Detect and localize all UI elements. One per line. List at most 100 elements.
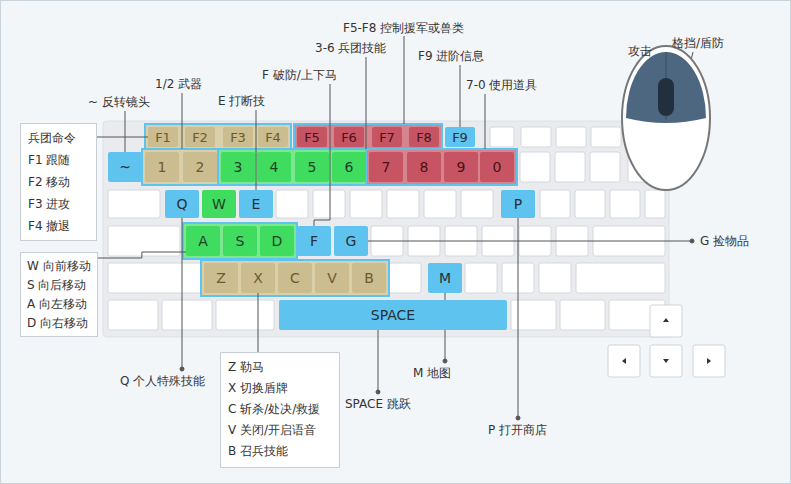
legend-line: Z 勒马 (228, 359, 332, 375)
key-label: W (212, 196, 226, 212)
callout-label: ~ 反转镜头 (88, 95, 150, 109)
legend-line: D 向右移动 (27, 315, 91, 331)
callout-label: G 捡物品 (700, 234, 749, 248)
key-label: Z (216, 270, 226, 286)
blank-key (556, 127, 586, 147)
key-cap: F1 (148, 127, 178, 147)
key-label: P (514, 196, 522, 212)
blank-key (387, 190, 419, 218)
key-cap: E (239, 190, 273, 218)
legend-line: F4 撤退 (28, 218, 89, 234)
connector (258, 293, 259, 352)
key-label: F (310, 233, 318, 249)
key-label: 9 (457, 159, 466, 175)
callout-label: 3-6 兵团技能 (315, 41, 386, 55)
key-cap: F5 (297, 127, 327, 147)
connector (98, 252, 186, 258)
key-label: F9 (452, 130, 468, 145)
blank-key (276, 190, 308, 218)
legend-line: X 切换盾牌 (228, 380, 332, 396)
blank-key (108, 300, 158, 330)
key-label: F8 (416, 130, 432, 145)
key-label: ~ (119, 159, 131, 175)
keyboard-board (103, 121, 669, 337)
key-label: C (290, 270, 300, 286)
blank-key (108, 190, 160, 218)
key-label: E (252, 196, 261, 212)
blank-key (313, 190, 345, 218)
key-cap: 1 (145, 152, 179, 182)
key-cap: 9 (444, 152, 478, 182)
blank-key (461, 190, 493, 218)
leader-lines (125, 36, 694, 420)
key-cap: ~ (108, 152, 142, 182)
legend-line: A 向左移动 (27, 296, 91, 312)
key-cap: G (334, 226, 368, 256)
key-label: 5 (308, 159, 317, 175)
blank-key (521, 127, 551, 147)
key-label: 1 (158, 159, 167, 175)
key-label: F2 (192, 130, 208, 145)
key-cap: A (186, 226, 220, 256)
key-label: 4 (270, 159, 279, 175)
blank-key (540, 190, 570, 218)
key-cap: 0 (480, 152, 514, 182)
key-label: V (327, 270, 337, 286)
blank-key (555, 152, 585, 182)
callout-label: 7-0 使用道具 (466, 78, 537, 92)
key-label: 3 (234, 159, 243, 175)
key-label: M (439, 270, 451, 286)
key-cap: 8 (407, 152, 441, 182)
key-cap: Q (165, 190, 199, 218)
key-label: F6 (341, 130, 357, 145)
key-cap: P (501, 190, 535, 218)
legend-line: 兵团命令 (28, 130, 89, 146)
key-label: G (346, 233, 357, 249)
key-cap: C (278, 263, 312, 293)
callout-label: Q 个人特殊技能 (120, 374, 205, 388)
key-cap: W (202, 190, 236, 218)
blank-key (465, 263, 497, 293)
key-label: F1 (155, 130, 171, 145)
key-label: F3 (230, 130, 246, 145)
key-label: 7 (382, 159, 391, 175)
key-cap: F3 (223, 127, 253, 147)
callout-label: F5-F8 控制援军或兽类 (343, 21, 464, 35)
connector (97, 137, 148, 138)
callout-label: 1/2 武器 (155, 77, 202, 91)
key-cap: F2 (185, 127, 215, 147)
key-label: D (272, 233, 283, 249)
key-cap: D (260, 226, 294, 256)
blank-key (424, 190, 456, 218)
legend-line: S 向后移动 (27, 277, 91, 293)
legend-box: 兵团命令F1 跟随F2 移动F3 进攻F4 撤退 (20, 123, 97, 241)
key-cap: F6 (334, 127, 364, 147)
key-cap: 3 (221, 152, 255, 182)
blank-key (520, 152, 550, 182)
key-cap: 2 (183, 152, 217, 182)
key-cap: F7 (372, 127, 402, 147)
mouse-illustration (622, 46, 710, 190)
key-label: F7 (379, 130, 395, 145)
legend-box: Z 勒马X 切换盾牌C 斩杀/处决/救援V 关闭/开启语音B 召兵技能 (220, 352, 340, 468)
callout-label: SPACE 跳跃 (345, 397, 411, 411)
legend-line: B 召兵技能 (228, 443, 332, 459)
callout-label: 攻击 (628, 44, 652, 58)
legend-box: W 向前移动S 向后移动A 向左移动D 向右移动 (20, 252, 98, 337)
blank-key (576, 263, 665, 293)
callout-label: P 打开商店 (488, 423, 547, 437)
blank-key (162, 300, 212, 330)
key-cap: F4 (258, 127, 288, 147)
key-cap: F9 (445, 127, 475, 147)
legend-line: F3 进攻 (28, 196, 89, 212)
callout-label: F9 进阶信息 (418, 49, 484, 63)
key-cap: 4 (257, 152, 291, 182)
blank-key (591, 127, 621, 147)
arrow-keys (608, 305, 725, 377)
key-label: 2 (196, 159, 205, 175)
callout-label: F 破防/上下马 (262, 68, 337, 82)
legend-line: V 关闭/开启语音 (228, 422, 332, 438)
